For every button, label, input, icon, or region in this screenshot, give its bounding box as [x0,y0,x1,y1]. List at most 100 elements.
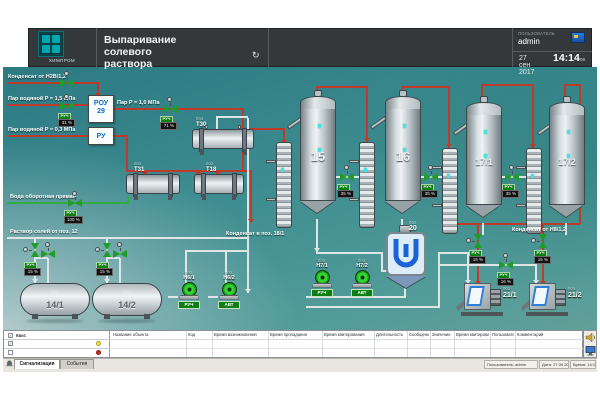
pump-mode-badge[interactable]: РУЧ [311,289,333,297]
shadow [98,319,156,323]
flow-arrow [364,138,370,142]
tab-alarms[interactable]: Сигнализация [14,359,60,369]
pipe [185,250,247,252]
header-time: 14:14 [553,52,580,64]
level-tick [281,168,284,172]
header-seconds: 08 [580,57,586,62]
valve-actuator-icon [344,165,349,174]
valve-stage-3[interactable] [505,165,519,181]
grid-line [374,331,375,357]
pipe [114,135,128,137]
valve-condensate-2[interactable] [531,234,547,248]
row-divider [110,348,583,349]
valve-tank-14-2b[interactable] [113,242,127,258]
evaporator-16[interactable]: ПОЗ. 16 [385,90,421,213]
pipe [47,258,49,283]
page-title: Выпаривание солевого раствора [104,34,177,70]
col-header[interactable]: Длительность [376,332,404,337]
pipe [381,252,383,270]
heater-column-17-1[interactable] [442,148,458,234]
valve-stage-2[interactable] [424,165,438,181]
pipe [532,84,534,148]
valve-tank-14-1[interactable] [23,243,39,257]
valve-actuator-icon [23,247,32,252]
col-header[interactable]: Сообщение [409,332,429,337]
vent-cap [563,96,571,103]
valve-tank-14-2[interactable] [95,243,111,257]
evaporator-17-2[interactable]: ПОЗ. 17/2 [549,96,585,217]
tab-events[interactable]: События [60,359,94,369]
user-name[interactable]: admin [518,37,540,46]
col-header[interactable]: Комментарий [517,332,544,337]
evaporator-17-1[interactable]: ПОЗ. 17/1 [466,96,502,217]
heater-column-15[interactable] [276,142,292,228]
label-condensate-18: Конденсат в поз. 18/1 [226,231,285,237]
col-header[interactable]: Название объекта [113,332,149,337]
valve-centrifuge-feed[interactable] [499,253,513,269]
evaporator-15[interactable]: ПОЗ. 15 [300,90,336,213]
pipe [168,296,178,298]
user-card-icon[interactable] [571,32,585,43]
ack-panel [4,331,110,357]
tank-14-1[interactable]: ПОЗ.14/1 [20,283,90,316]
valve-water[interactable] [68,191,82,207]
col-header[interactable]: Время пропадания [270,332,307,337]
leg [134,194,138,200]
header-bar [28,28,592,67]
refresh-icon[interactable]: ↻ [252,50,260,60]
valve-condensate-n2v[interactable] [60,71,74,87]
pipe [208,296,218,298]
pump-mode-badge[interactable]: РУЧ [178,301,200,309]
pump-n7-2[interactable]: ПОЗ.Н7/2 АВТ [348,259,376,297]
col-header[interactable]: Пользователь [492,332,514,337]
pump-mode-badge[interactable]: АВТ [351,289,373,297]
pump-mode-badge[interactable]: АВТ [218,301,240,309]
col-header[interactable]: Код [188,332,196,337]
pump-n6-1[interactable]: ПОЗ.Н6/1 РУЧ [175,271,203,309]
speaker-icon[interactable] [585,332,596,343]
value-readout: 15 % [534,256,551,264]
exchanger-t18[interactable] [194,173,244,197]
label-condensate-n2v: Конденсат от Н2В/1,2 [8,74,66,80]
ack-checkbox[interactable] [8,350,13,355]
nozzle [432,204,442,207]
valve-tank-14-1b[interactable] [41,242,55,258]
centrifuge-21-2[interactable]: ПОЗ.21/2 [521,281,587,319]
vent-cap [480,96,488,103]
leg [232,194,236,200]
monitor-icon[interactable] [585,345,596,356]
exchanger-t30[interactable] [192,128,254,152]
col-header[interactable]: Время квитирования [324,332,365,337]
reducer-rou-29[interactable]: РОУ 29 [88,95,114,123]
status-date: Дата: 27.09.2017 [539,360,569,369]
heater-column-17-2[interactable] [526,148,542,234]
evaporator-15-number: 15 [310,149,326,164]
vent-cap [314,90,322,97]
col-header[interactable]: Время возникновения [214,332,257,337]
pipe [482,223,484,235]
centrifuge-21-1[interactable]: ПОЗ.21/1 [456,281,522,319]
col-header[interactable]: Значение [432,332,451,337]
ack-checkbox[interactable]: ✓ [8,341,13,346]
reducer-ru[interactable]: РУ [88,127,114,145]
grid-line [407,331,408,357]
heater-column-16[interactable] [359,142,375,228]
grid-line [490,331,491,357]
ack-all-checkbox[interactable]: ✓ [8,333,13,338]
valve-steam-1-5[interactable] [60,94,74,110]
valve-stage-1[interactable] [340,165,354,181]
pipe [366,86,368,142]
pipe [316,252,382,254]
pipe-steam-1-0 [114,108,243,110]
valve-condensate-1[interactable] [466,234,482,248]
value-readout: 71 % [160,122,177,130]
exchanger-t31[interactable] [126,173,180,197]
label-t18: ПОЗ.Т18 [206,162,217,173]
pump-n7-1[interactable]: ПОЗ.Н7/1 РУЧ [308,259,336,297]
valve-steam-1-0[interactable] [163,97,177,113]
col-header[interactable]: Время квитирования [456,332,489,337]
pump-n6-2[interactable]: ПОЗ.Н6/2 АВТ [215,271,243,309]
crystallizer-20[interactable] [386,232,426,276]
tank-14-2[interactable]: ПОЗ.14/2 [92,283,162,316]
crystallizer-cone [386,276,426,288]
